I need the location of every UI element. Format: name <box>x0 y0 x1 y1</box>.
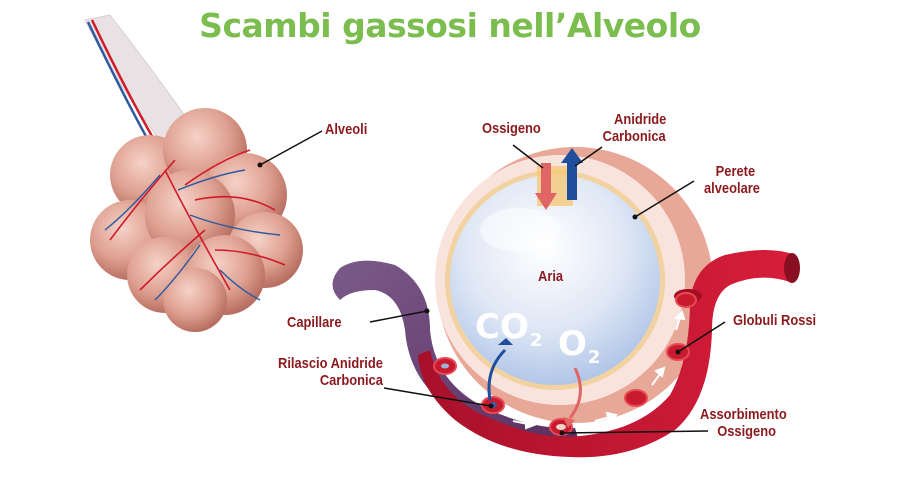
label-globuli-rossi: Globuli Rossi <box>733 312 817 329</box>
label-parete-alveolare: Perete alveolare <box>704 163 760 197</box>
alveoli-pointer <box>259 130 323 166</box>
co2-outflow-arrow <box>561 148 583 200</box>
label-line: Assorbimento <box>700 406 787 423</box>
oxygen-inflow-arrow <box>535 163 557 210</box>
o2-subscript: 2 <box>587 347 601 368</box>
o2-symbol: O2 <box>558 324 601 368</box>
co2-release-arrow <box>487 348 507 401</box>
label-line: Rilascio Anidride <box>278 355 383 372</box>
label-line: Perete <box>715 163 756 180</box>
co2-subscript: 2 <box>529 330 543 351</box>
diagram-title: Scambi gassosi nell’Alveolo <box>199 6 701 45</box>
label-ossigeno: Ossigeno <box>482 120 541 137</box>
label-line: alveolare <box>704 180 760 197</box>
o2-absorption-arrow <box>568 367 582 419</box>
o2-text: O <box>558 324 587 364</box>
label-alveoli: Alveoli <box>325 121 368 138</box>
alveoli-cluster <box>90 108 303 332</box>
label-aria: Aria <box>538 268 564 285</box>
label-assorbimento-ossigeno: Assorbimento Ossigeno <box>700 406 787 440</box>
alveolus <box>435 147 713 423</box>
co2-text: CO <box>475 307 529 347</box>
label-rilascio-anidride-carbonica: Rilascio Anidride Carbonica <box>278 355 383 389</box>
label-line: Ossigeno <box>717 423 776 440</box>
label-line: Anidride <box>614 111 667 128</box>
label-line: Carbonica <box>602 128 666 145</box>
label-capillare: Capillare <box>287 314 342 331</box>
label-anidride-carbonica: Anidride Carbonica <box>602 111 667 145</box>
co2-symbol: CO2 <box>475 307 543 351</box>
label-line: Carbonica <box>319 372 383 389</box>
